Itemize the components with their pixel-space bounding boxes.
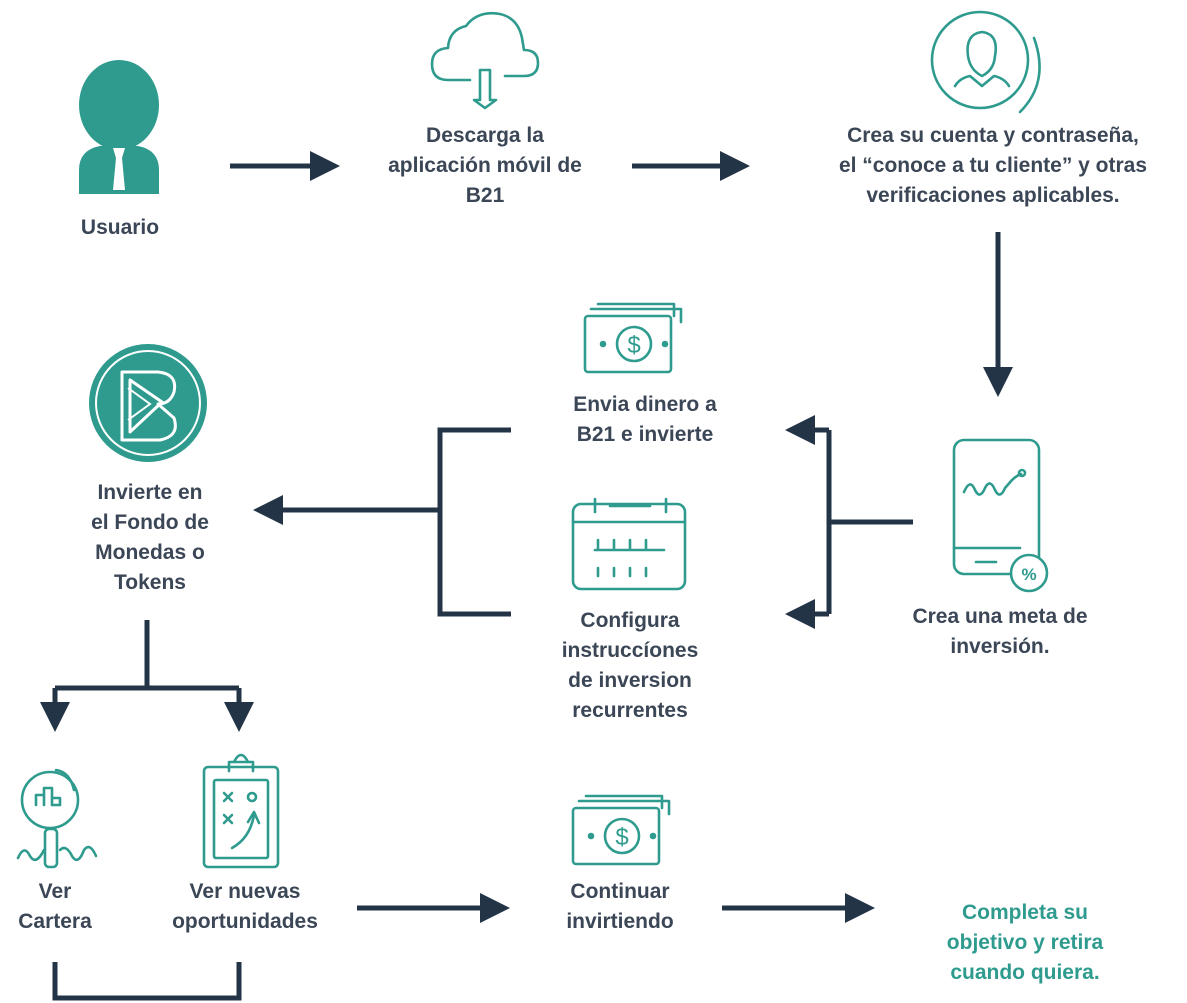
bracket-left xyxy=(437,427,511,617)
node-usuario-label: Usuario xyxy=(80,216,160,239)
user-profile-circle-icon xyxy=(930,10,1041,114)
cloud-download-icon xyxy=(430,11,540,110)
node-meta-label: Crea una meta de inversión. xyxy=(912,605,1088,658)
node-configura-label: Configura instruccíones de inversion rec… xyxy=(561,609,699,722)
banknote-dollar-icon: $ xyxy=(583,302,683,374)
mobile-chart-percent-icon: % xyxy=(952,438,1049,593)
b21-logo-icon xyxy=(89,344,207,462)
node-invierte-label: Invierte en el Fondo de Monedas o Tokens xyxy=(91,481,209,594)
calendar-icon xyxy=(571,497,687,591)
node-continuar-label: Continuar invirtiendo xyxy=(566,880,674,933)
svg-text:%: % xyxy=(1021,565,1036,584)
clipboard-strategy-icon xyxy=(202,753,280,869)
svg-text:$: $ xyxy=(627,332,640,359)
node-descarga-label: Descarga la aplicación móvil de B21 xyxy=(388,124,582,207)
bottom-bracket xyxy=(52,962,242,1001)
magnifier-chart-icon xyxy=(16,768,98,869)
node-ver-cartera-label: Ver Cartera xyxy=(18,880,92,933)
banknote-dollar-icon-2: $ xyxy=(571,794,671,866)
invierte-split-connector xyxy=(55,620,239,691)
node-ver-nuevas-label: Ver nuevas oportunidades xyxy=(172,880,318,933)
node-envia-label: Envia dinero a B21 e invierte xyxy=(573,393,717,446)
meta-branch-connector xyxy=(826,430,913,614)
connectors xyxy=(40,151,1013,1001)
user-silhouette-icon xyxy=(79,60,159,194)
svg-text:$: $ xyxy=(615,824,628,851)
node-crea-cuenta-label: Crea su cuenta y contraseña, el “conoce … xyxy=(838,124,1148,207)
node-completa-label: Completa su objetivo y retira cuando qui… xyxy=(946,901,1104,984)
